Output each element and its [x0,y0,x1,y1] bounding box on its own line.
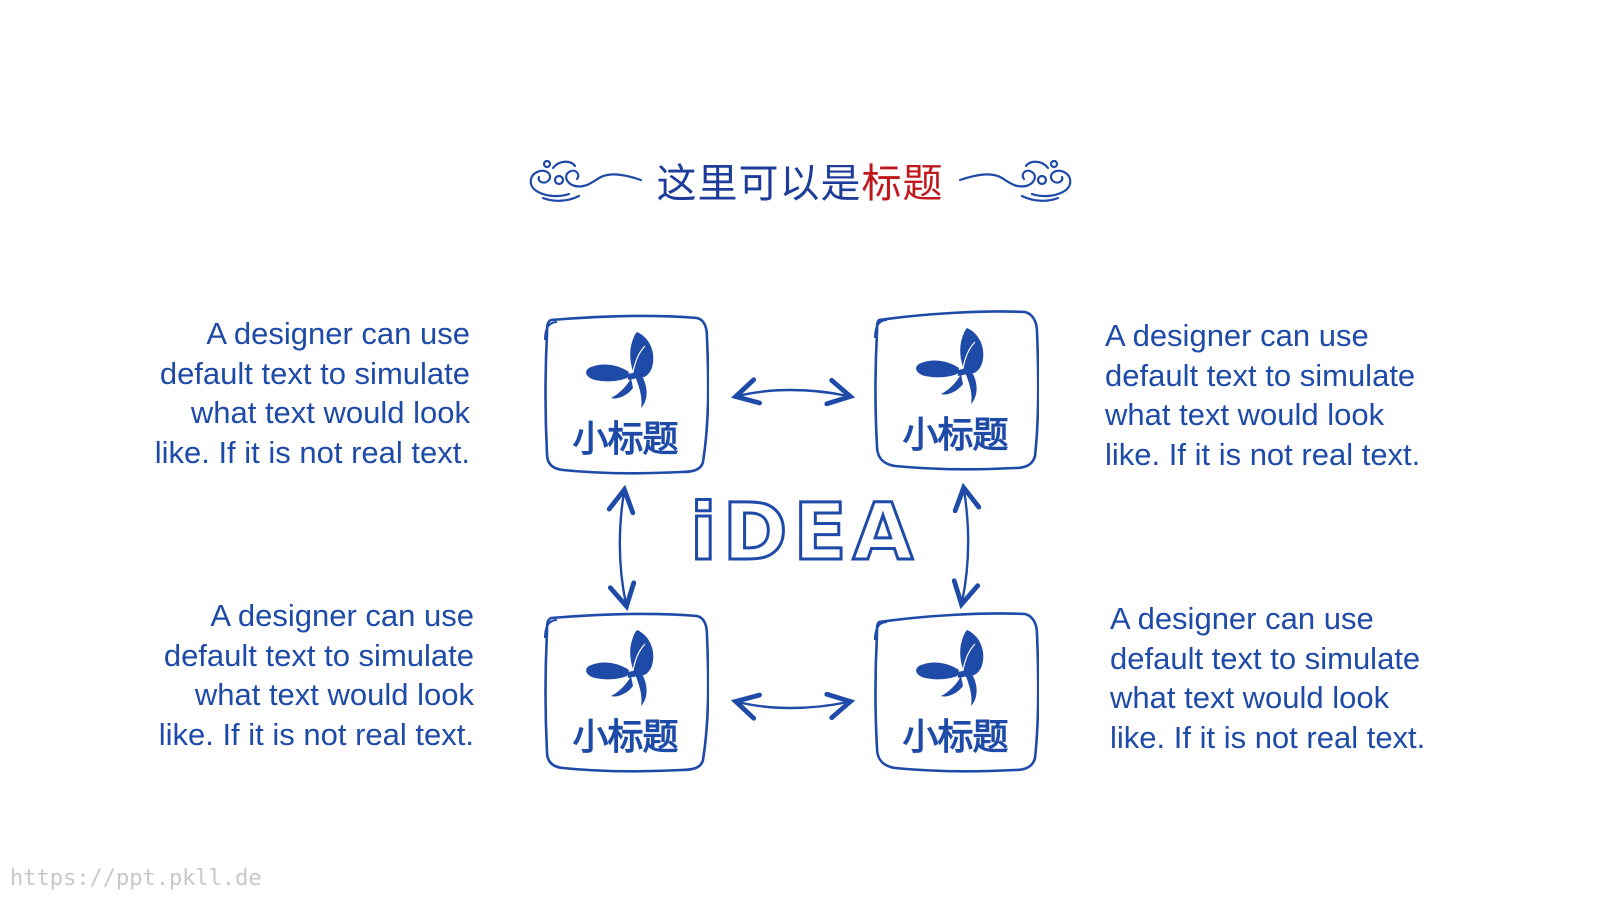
double-arrow-icon-right [962,490,968,602]
paragraph-top-left: A designer can use default text to simul… [154,316,470,470]
card-label: 小标题 [572,717,678,758]
paragraph-top-right: A designer can use default text to simul… [1105,318,1421,472]
double-arrow-icon-left [620,492,626,604]
card-top-right: 小标题 [871,310,1039,472]
idea-word: iDEA [689,478,920,580]
ornament-cloud-icon-right [958,159,1071,202]
title-row: 这里可以是标题 [0,150,1600,210]
card-frame [874,612,1039,773]
title-accent: 标题 [861,161,944,207]
card-label: 小标题 [902,415,1008,456]
double-arrow-icon-top [738,390,848,396]
page-title: 这里可以是标题 [657,151,944,209]
title-main: 这里可以是 [656,161,862,207]
paragraph-bottom-right: A designer can use default text to simul… [1110,601,1426,755]
ornament-cloud-icon-left [529,159,642,202]
butterfly-icon [586,332,654,408]
card-label: 小标题 [572,419,678,460]
butterfly-icon [586,630,654,706]
watermark: https://ppt.pkll.de [10,866,262,891]
idea-text: iDEA [689,487,920,580]
card-bottom-left: 小标题 [541,612,709,774]
butterfly-icon [916,630,984,706]
card-label: 小标题 [902,717,1008,758]
butterfly-icon [916,328,984,404]
card-frame [874,310,1039,471]
paragraph-bottom-left: A designer can use default text to simul… [158,598,474,752]
card-top-left: 小标题 [541,314,709,476]
card-bottom-right: 小标题 [871,612,1039,774]
double-arrow-icon-bottom [738,702,848,708]
card-frame [544,612,709,773]
card-frame [544,314,709,475]
